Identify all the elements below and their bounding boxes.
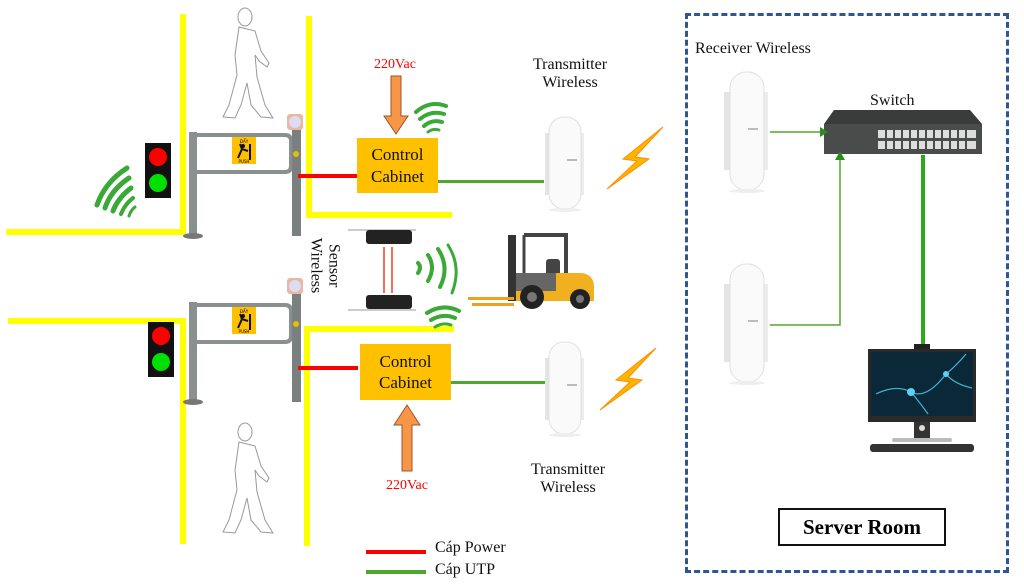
wireless-bridge-icon: [545, 116, 584, 212]
wireless-bridge-icon: [724, 263, 768, 385]
utp-cable: [451, 381, 545, 384]
network-switch-icon: [824, 110, 982, 154]
power-supply-label: 220Vac: [386, 478, 428, 493]
lane-line: [180, 318, 186, 544]
lightning-icon: [599, 347, 657, 411]
turnstile-gate-icon: ĐẨY PUSH: [183, 114, 303, 239]
pedestrian-icon: [222, 7, 274, 119]
sensor-label: Sensor Wireless: [307, 226, 343, 306]
lightning-icon: [606, 126, 664, 190]
utp-cable: [438, 180, 544, 183]
server-room-label: Server Room: [778, 508, 946, 546]
forklift-icon: [468, 233, 594, 309]
control-cabinet[interactable]: Control Cabinet: [360, 344, 451, 400]
wireless-bridge-icon: [545, 341, 584, 437]
sensor-pair-icon: [348, 229, 416, 311]
cabinet-label-line2: Cabinet: [371, 166, 424, 186]
utp-cable-receiver-to-switch: [770, 127, 828, 137]
desktop-computer-icon: [868, 344, 976, 452]
green-light: [152, 353, 170, 371]
transmitter-label-line1: Transmitter: [530, 461, 606, 478]
red-light: [149, 148, 167, 166]
transmitter-label-line2: Wireless: [540, 479, 596, 497]
cabinet-label-line1: Control: [379, 351, 432, 371]
power-cable: [298, 366, 358, 370]
gate-sign-bottom-text: PUSH: [239, 329, 250, 334]
turnstile-gate-icon: ĐẨY PUSH: [183, 278, 303, 405]
lane-line: [180, 14, 186, 234]
control-cabinet[interactable]: Control Cabinet: [357, 138, 438, 193]
wifi-signal-icon: [94, 165, 137, 218]
utp-cable-switch-to-computer: [921, 155, 925, 345]
power-arrow-up-icon: [393, 404, 421, 472]
lane-line: [8, 318, 186, 324]
lane-line: [306, 212, 452, 218]
wifi-signal-icon: [414, 102, 448, 134]
utp-cable-receiver2-to-switch: [770, 151, 845, 326]
server-room-boundary: [685, 13, 1009, 573]
sensor-label-line2: Wireless: [308, 237, 325, 294]
cabinet-label-line2: Cabinet: [379, 373, 432, 392]
wifi-signal-icon: [416, 243, 458, 295]
legend-label-utp: Cáp UTP: [435, 561, 495, 578]
pedestrian-icon: [222, 422, 274, 534]
traffic-light-icon: [145, 143, 171, 198]
lane-line: [304, 326, 454, 332]
transmitter-label-line2: Wireless: [542, 74, 598, 92]
legend-swatch-power: [366, 550, 426, 554]
lane-line: [6, 229, 186, 235]
transmitter-label: Transmitter Wireless: [513, 461, 623, 498]
power-arrow-down-icon: [383, 75, 409, 135]
legend-label-power: Cáp Power: [435, 539, 506, 556]
switch-label: Switch: [870, 92, 915, 109]
wireless-bridge-icon: [724, 71, 768, 193]
cabinet-label-line1: Control: [371, 145, 424, 165]
gate-sign-top-text: ĐẨY: [240, 309, 249, 314]
transmitter-label-line1: Transmitter: [532, 56, 608, 73]
lane-line: [306, 16, 312, 218]
legend-swatch-utp: [366, 570, 426, 574]
sensor-label-line1: Sensor: [325, 243, 343, 288]
green-light: [149, 174, 167, 192]
traffic-light-icon: [148, 322, 174, 377]
transmitter-label: Transmitter Wireless: [515, 56, 625, 93]
gate-sign-top-text: ĐẨY: [240, 139, 249, 144]
receiver-label: Receiver Wireless: [695, 40, 811, 57]
power-supply-label: 220Vac: [374, 57, 416, 72]
gate-sign-bottom-text: PUSH: [239, 159, 250, 164]
lane-line: [304, 326, 310, 546]
wifi-signal-icon: [425, 305, 461, 329]
red-light: [152, 327, 170, 345]
power-cable: [298, 174, 358, 178]
